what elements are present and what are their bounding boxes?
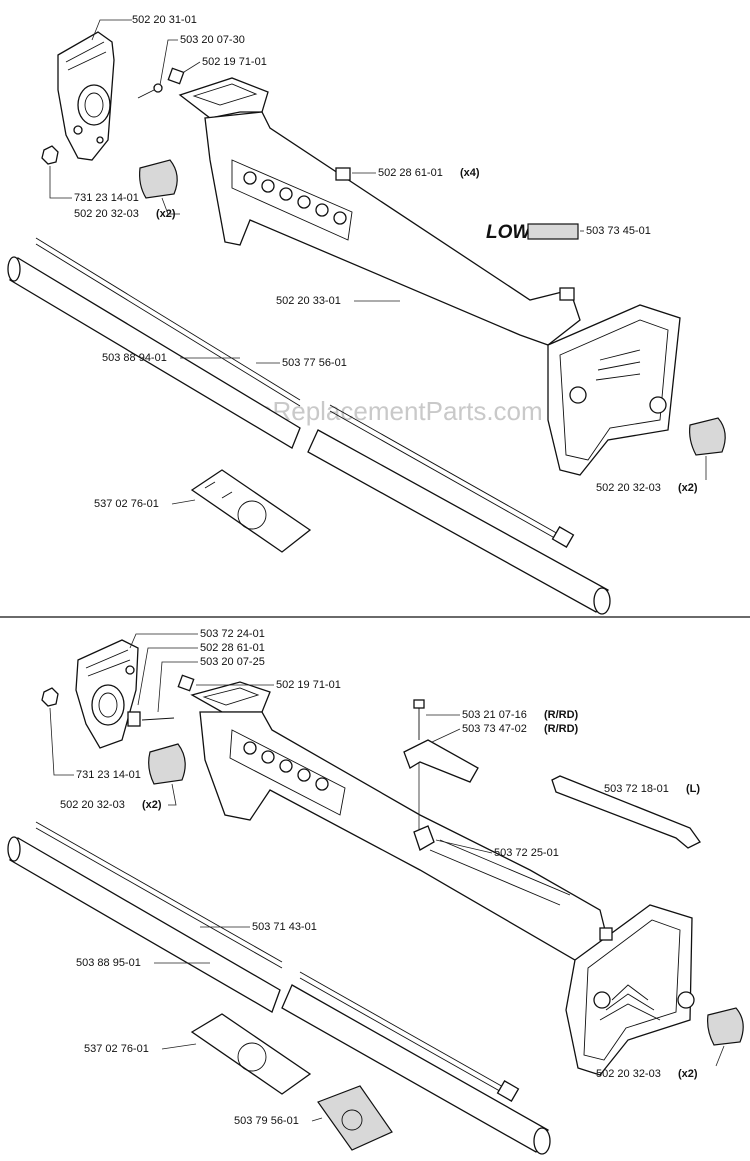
label-503-20-07-30: 503 20 07-30 — [180, 34, 245, 46]
logo-decal-tail — [527, 223, 579, 240]
safety-decal-top — [190, 469, 312, 553]
watermark: eReplacementParts.com — [258, 396, 543, 426]
handle-bracket-top — [57, 31, 115, 161]
qty-502-28-61-01-top: (x4) — [460, 167, 480, 179]
handle-bracket-r-rd — [403, 739, 479, 783]
label-503-88-95-01: 503 88 95-01 — [76, 957, 141, 969]
label-503-72-24-01: 503 72 24-01 — [200, 628, 265, 640]
grip-cap-top-right — [689, 417, 726, 456]
grip-cap-bottom-right — [707, 1007, 744, 1046]
grip-cap-bottom-left — [148, 743, 186, 785]
label-503-72-25-01: 503 72 25-01 — [494, 847, 559, 859]
label-502-20-32-03-bottom-left: 502 20 32-03 — [60, 799, 125, 811]
label-503-73-47-02: 503 73 47-02 — [462, 723, 527, 735]
clip-top-1 — [335, 167, 351, 181]
hex-nut-top — [41, 145, 59, 165]
screw-bottom — [127, 711, 175, 727]
label-503-73-45-01: 503 73 45-01 — [586, 225, 651, 237]
label-502-19-71-01-bottom: 502 19 71-01 — [276, 679, 341, 691]
nut-bottom — [177, 674, 195, 692]
strap-l — [551, 775, 701, 849]
top-assembly: LOW 502 20 31-01 503 20 07-30 502 19 — [7, 14, 726, 615]
label-503-88-94-01: 503 88 94-01 — [102, 352, 167, 364]
shaft-housing-bottom — [190, 681, 695, 1076]
qty-503-21-07-16: (R/RD) — [544, 709, 579, 721]
shaft-tube-bottom — [7, 836, 551, 1155]
label-503-77-56-01: 503 77 56-01 — [282, 357, 347, 369]
shaft-housing-top — [178, 77, 681, 476]
label-502-28-61-01-top: 502 28 61-01 — [378, 167, 443, 179]
shaft-tube-top — [7, 256, 611, 615]
qty-503-72-18-01: (L) — [686, 783, 700, 795]
decal-503-79-56-01 — [317, 1085, 393, 1151]
label-503-20-07-25: 503 20 07-25 — [200, 656, 265, 668]
qty-502-20-32-03-bottom-left: (x2) — [142, 799, 162, 811]
label-502-28-61-01-bottom: 502 28 61-01 — [200, 642, 265, 654]
label-502-20-32-03-top-left: 502 20 32-03 — [74, 208, 139, 220]
screw-top — [137, 83, 163, 99]
label-502-20-31-01: 502 20 31-01 — [132, 14, 197, 26]
clip-503-72-25-01 — [413, 825, 435, 851]
grip-cap-top-left — [139, 159, 178, 199]
qty-502-20-32-03-top-right: (x2) — [678, 482, 698, 494]
label-537-02-76-01-bottom: 537 02 76-01 — [84, 1043, 149, 1055]
label-502-20-33-01: 502 20 33-01 — [276, 295, 341, 307]
drive-shaft-bottom — [35, 821, 520, 1102]
qty-502-20-32-03-bottom-right: (x2) — [678, 1068, 698, 1080]
safety-decal-bottom — [190, 1013, 312, 1095]
nut-top — [167, 67, 185, 85]
label-731-23-14-01-bottom: 731 23 14-01 — [76, 769, 141, 781]
label-502-20-32-03-bottom-right: 502 20 32-03 — [596, 1068, 661, 1080]
label-503-21-07-16: 503 21 07-16 — [462, 709, 527, 721]
clip-top-2 — [559, 287, 575, 301]
drive-shaft-top — [35, 237, 575, 548]
label-503-71-43-01: 503 71 43-01 — [252, 921, 317, 933]
label-731-23-14-01-top: 731 23 14-01 — [74, 192, 139, 204]
label-503-79-56-01: 503 79 56-01 — [234, 1115, 299, 1127]
bolt-r-rd — [413, 699, 425, 830]
label-502-20-32-03-top-right: 502 20 32-03 — [596, 482, 661, 494]
label-503-72-18-01: 503 72 18-01 — [604, 783, 669, 795]
handle-bracket-bottom — [75, 639, 139, 749]
bottom-assembly: 503 72 24-01 502 28 61-01 503 20 07-25 5… — [7, 628, 744, 1155]
qty-503-73-47-02: (R/RD) — [544, 723, 579, 735]
logo-decal: LOW — [486, 222, 532, 243]
label-537-02-76-01-top: 537 02 76-01 — [94, 498, 159, 510]
qty-502-20-32-03-top-left: (x2) — [156, 208, 176, 220]
clip-bottom — [599, 927, 613, 941]
label-502-19-71-01-top: 502 19 71-01 — [202, 56, 267, 68]
hex-nut-bottom — [41, 687, 59, 707]
